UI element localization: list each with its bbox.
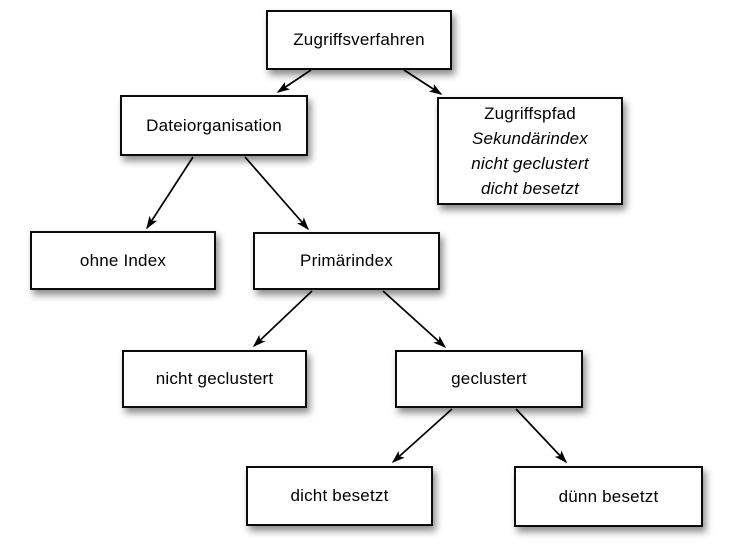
node-label: nicht geclustert xyxy=(155,369,274,389)
edge-dateiorganisation-primaerindex xyxy=(244,156,309,231)
node-ohne-index: ohne Index xyxy=(30,231,216,290)
node-label: Primärindex xyxy=(300,251,393,271)
node-label-line2: Sekundärindex xyxy=(471,129,588,148)
node-label-line4: dicht besetzt xyxy=(480,179,580,198)
node-label: Zugriffsverfahren xyxy=(293,30,425,50)
node-nicht-geclustert: nicht geclustert xyxy=(122,350,307,408)
node-dicht-besetzt: dicht besetzt xyxy=(246,466,433,526)
node-dateiorganisation: Dateiorganisation xyxy=(120,95,308,156)
edge-geclustert-dicht-besetzt xyxy=(391,408,453,464)
node-label-line3: nicht geclustert xyxy=(471,154,589,173)
node-label: Dateiorganisation xyxy=(146,115,282,135)
edge-root-dateiorganisation xyxy=(276,69,312,93)
node-label: ohne Index xyxy=(79,250,167,270)
node-zugriffspfad: Zugriffspfad Sekundärindex nicht geclust… xyxy=(437,97,623,205)
edge-dateiorganisation-ohne-index xyxy=(146,156,194,230)
edge-primaerindex-geclustert xyxy=(382,290,447,349)
node-label-line1: Zugriffspfad xyxy=(484,104,576,123)
node-label: dicht besetzt xyxy=(290,486,389,506)
node-label: dünn besetzt xyxy=(558,486,659,506)
edge-root-zugriffspfad xyxy=(403,69,443,95)
node-duenn-besetzt: dünn besetzt xyxy=(514,466,703,527)
node-zugriffsverfahren: Zugriffsverfahren xyxy=(266,10,452,70)
edge-primaerindex-nicht-geclustert xyxy=(252,290,313,348)
edge-geclustert-duenn-besetzt xyxy=(515,408,568,464)
node-label: geclustert xyxy=(451,369,527,389)
node-primaerindex: Primärindex xyxy=(253,232,440,290)
node-geclustert: geclustert xyxy=(395,350,583,408)
